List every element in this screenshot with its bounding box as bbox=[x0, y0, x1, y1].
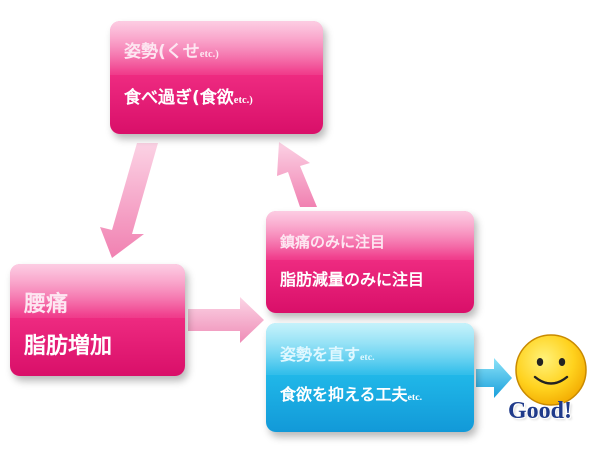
box-fix-posture: 姿勢を直すetc. 食欲を抑える工夫etc. bbox=[266, 323, 474, 432]
box-mid-line2: 脂肪減量のみに注目 bbox=[280, 270, 425, 289]
box-bottom-line1: 姿勢を直すetc. bbox=[280, 341, 375, 365]
box-mid-line1: 鎮痛のみに注目 bbox=[280, 233, 386, 251]
box-top-line2-text: 食べ過ぎ(食欲 bbox=[124, 88, 234, 108]
smiley-face-icon bbox=[515, 334, 587, 406]
box-left-line1: 腰痛 bbox=[24, 292, 69, 317]
box-left-line2: 脂肪増加 bbox=[24, 334, 113, 359]
box-bottom-line2: 食欲を抑える工夫etc. bbox=[280, 381, 422, 405]
box-top-line1-etc: etc.) bbox=[199, 49, 219, 60]
box-posture-overeating: 姿勢(くせetc.) 食べ過ぎ(食欲etc.) bbox=[110, 21, 323, 134]
box-bottom-line2-text: 食欲を抑える工夫 bbox=[280, 385, 408, 404]
arrow-mid-to-top bbox=[277, 142, 317, 207]
box-top-line2: 食べ過ぎ(食欲etc.) bbox=[124, 83, 253, 108]
good-label: Good! bbox=[508, 398, 573, 424]
arrow-bottom-to-good bbox=[476, 358, 512, 398]
arrow-left-to-mid bbox=[188, 297, 264, 343]
box-backpain-fat: 腰痛 脂肪増加 bbox=[10, 264, 185, 376]
box-bottom-line1-text: 姿勢を直す bbox=[280, 345, 361, 364]
box-top-line1: 姿勢(くせetc.) bbox=[124, 37, 219, 62]
box-bottom-line2-etc: etc. bbox=[407, 392, 423, 403]
box-bottom-line1-etc: etc. bbox=[360, 352, 375, 363]
box-focus-only: 鎮痛のみに注目 脂肪減量のみに注目 bbox=[266, 211, 474, 313]
box-top-line1-text: 姿勢(くせ bbox=[124, 42, 200, 62]
arrow-top-to-left bbox=[100, 143, 158, 258]
box-top-line2-etc: etc.) bbox=[233, 95, 253, 106]
